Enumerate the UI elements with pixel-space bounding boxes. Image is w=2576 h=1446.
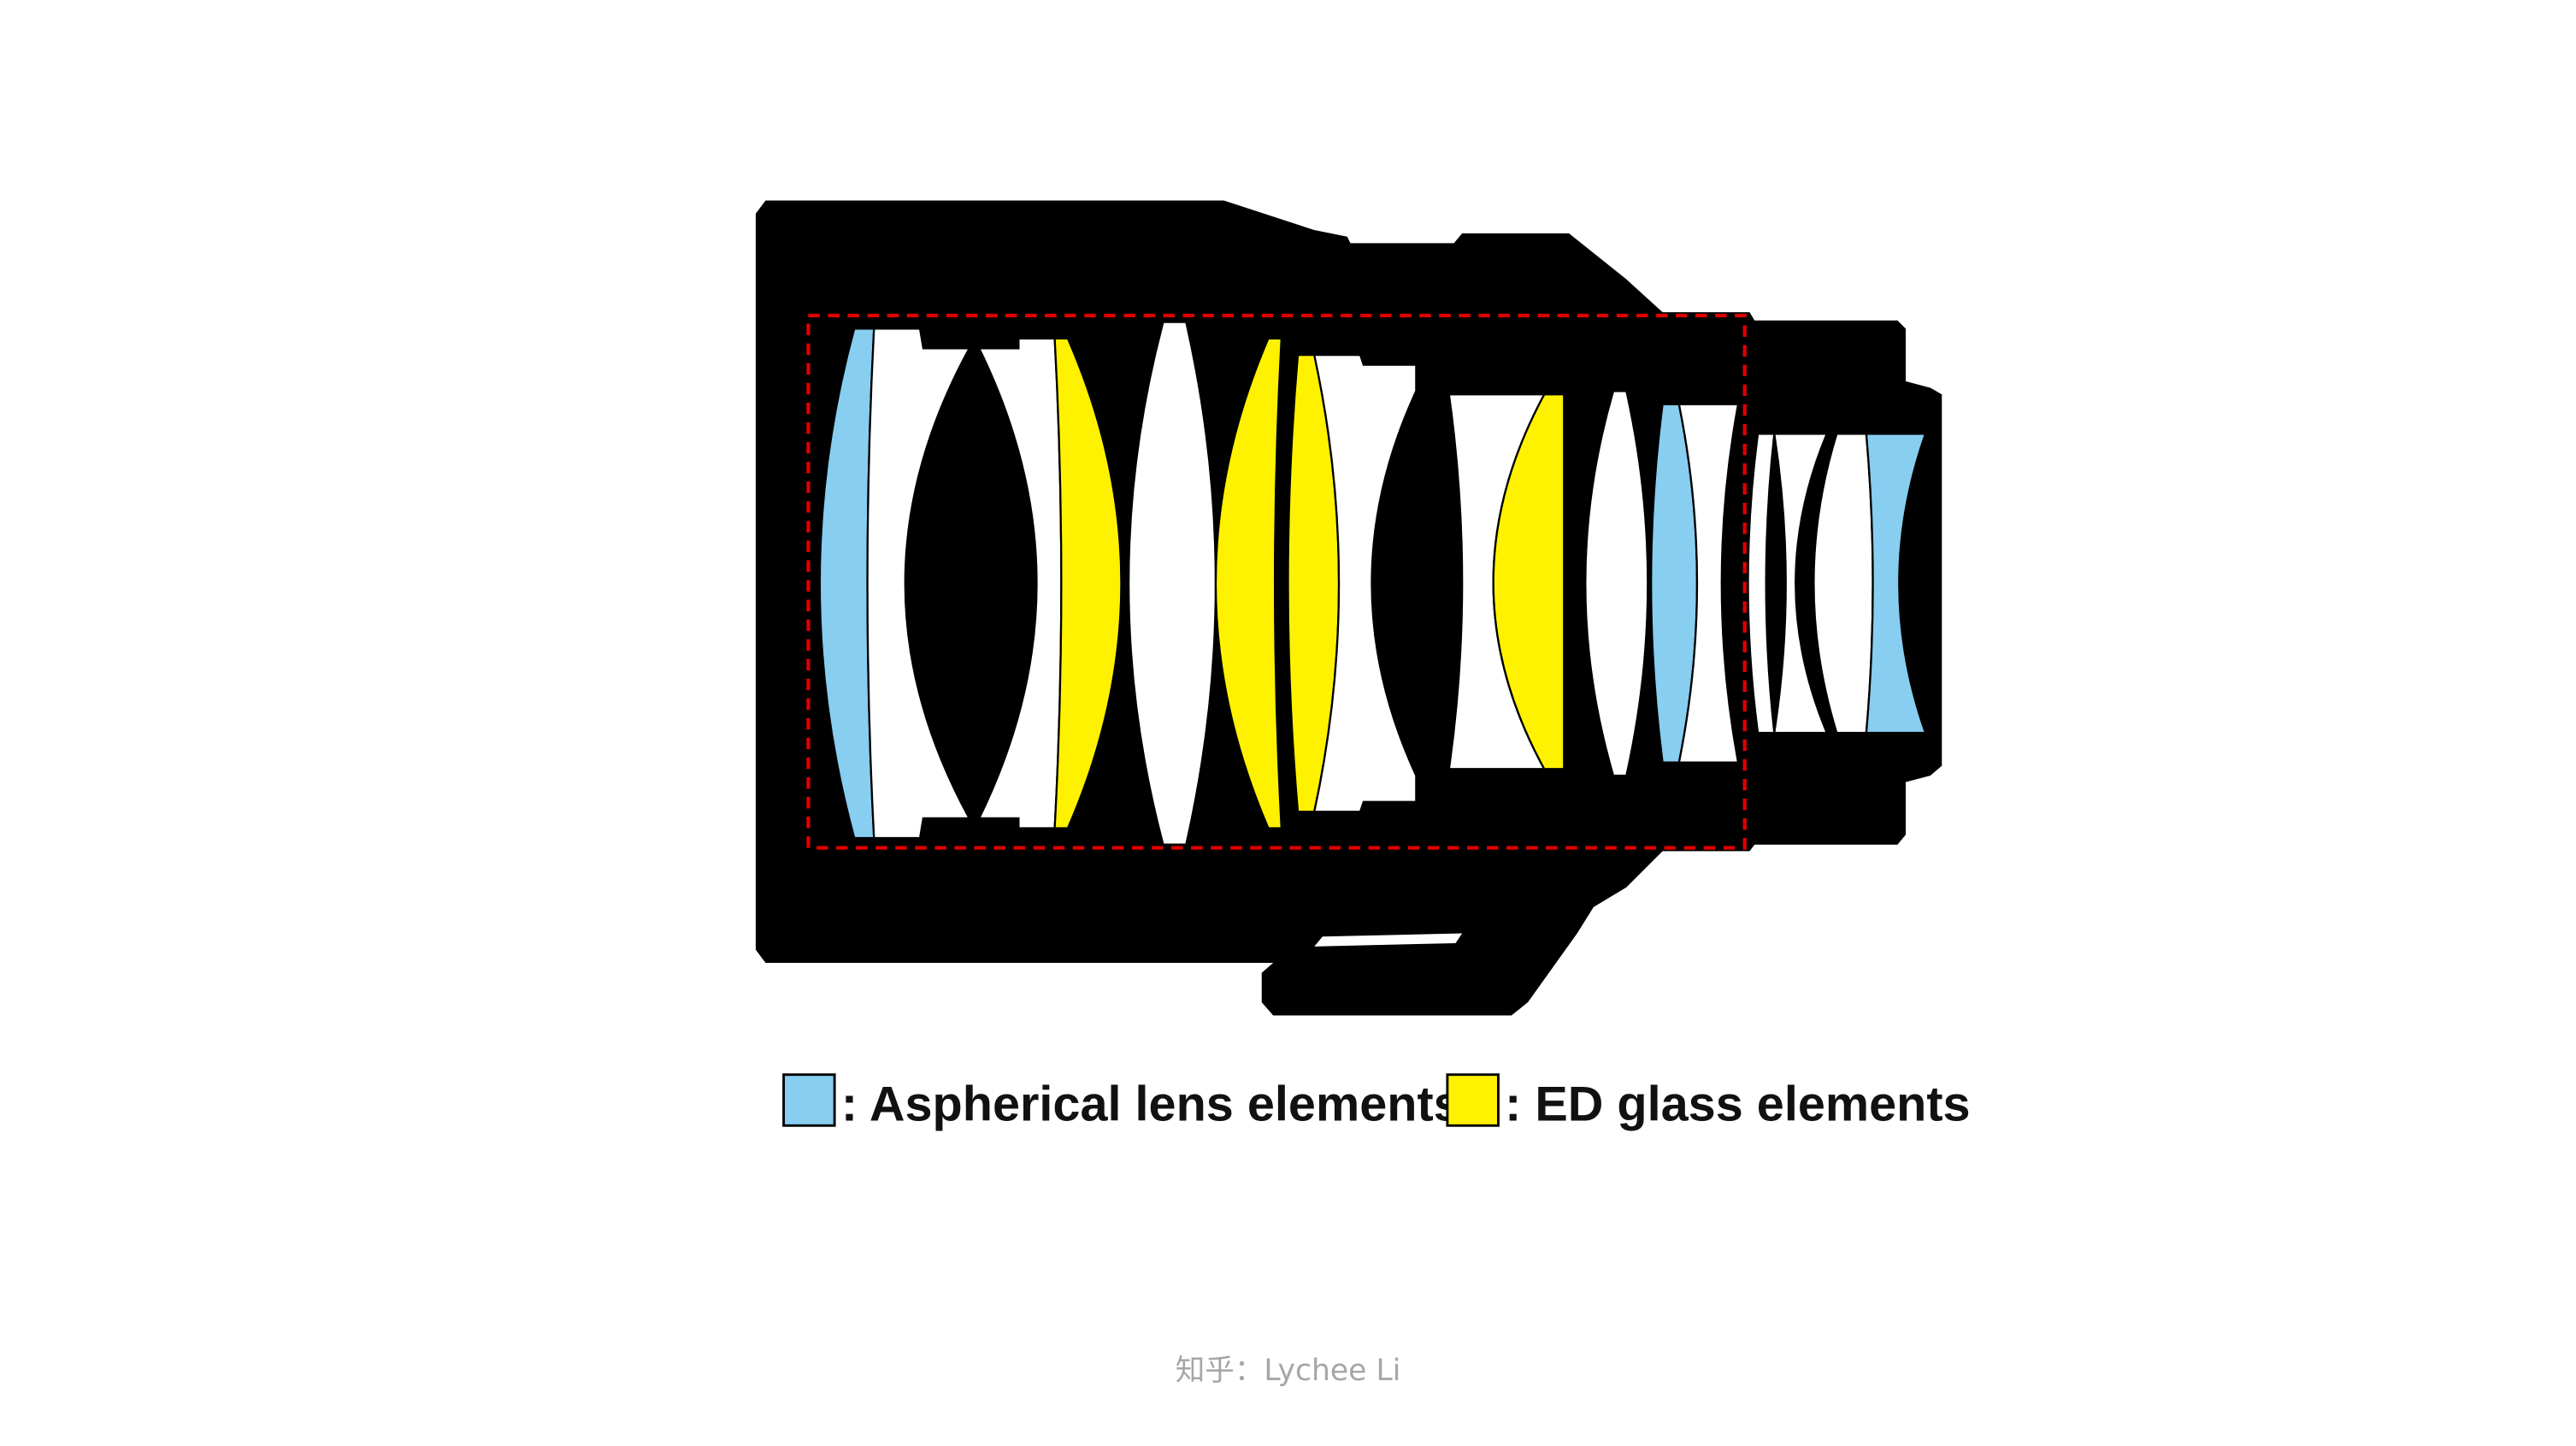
legend: : Aspherical lens elements : ED glass el… [782, 1073, 1971, 1132]
lens-element-11 [1584, 390, 1649, 777]
lens-element-10-ed [1492, 393, 1565, 770]
lens-element-17-aspherical [1865, 433, 1927, 735]
barrel-tripod-slot [1314, 933, 1463, 947]
lens-element-13 [1677, 403, 1740, 764]
lens-element-4-ed [1053, 337, 1123, 829]
legend-swatch-aspherical [782, 1073, 836, 1127]
lens-element-8 [1312, 353, 1418, 813]
lens-element-5 [1127, 321, 1217, 846]
legend-label-ed-glass: : ED glass elements [1505, 1077, 1970, 1132]
legend-label-aspherical: : Aspherical lens elements [841, 1077, 1461, 1132]
lens-element-2 [866, 328, 971, 840]
lens-element-15 [1772, 433, 1829, 735]
lens-element-6-ed [1214, 337, 1283, 829]
lens-elements [818, 321, 1927, 846]
credit-watermark: 知乎：Lychee Li [1176, 1354, 1401, 1388]
legend-swatch-ed-glass [1446, 1073, 1500, 1127]
highlight-box [806, 313, 1747, 850]
